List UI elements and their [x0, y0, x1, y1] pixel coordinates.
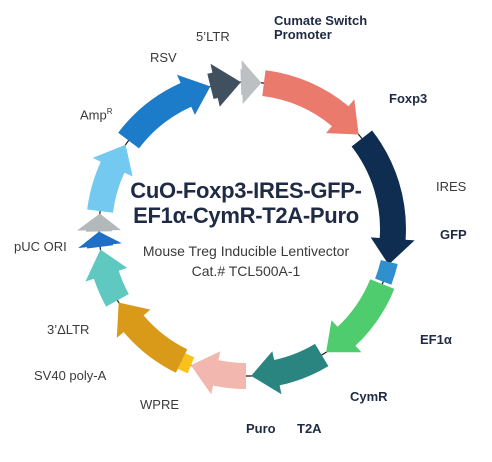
label-wpre: WPRE — [140, 397, 179, 412]
segment-gfp — [326, 279, 395, 353]
map-title-line2: EF1α-CymR-T2A-Puro — [133, 203, 359, 228]
label-sv40-poly-a: SV40 poly-A — [34, 368, 107, 383]
segment-puro — [116, 302, 188, 373]
label-rsv: RSV — [150, 50, 177, 65]
segment-wpre — [85, 249, 129, 307]
map-subtitle: Mouse Treg Inducible Lentivector Cat.# T… — [96, 242, 396, 280]
segment-t2a — [177, 353, 195, 374]
label-puc-ori: pUC ORI — [14, 239, 67, 254]
segment-ltr5 — [240, 60, 262, 104]
label-3-delta-ltr: 3’ΔLTR — [47, 322, 90, 337]
label-puro: Puro — [246, 421, 276, 436]
segment-ef1a — [251, 343, 329, 395]
label-ires: IRES — [436, 179, 467, 194]
segment-sv40 — [78, 231, 122, 249]
segment-ltr3 — [77, 213, 121, 232]
label-5-ltr: 5’LTR — [196, 29, 230, 44]
label-foxp3: Foxp3 — [389, 91, 428, 106]
catalog-number: Cat.# TCL500A-1 — [191, 263, 301, 279]
segment-foxp3 — [351, 130, 415, 265]
subtitle-text: Mouse Treg Inducible Lentivector — [142, 243, 350, 259]
segment-rsv — [207, 63, 241, 107]
label-cumate-switch-promoter: Cumate Switch Promoter — [274, 13, 368, 42]
label-gfp: GFP — [440, 227, 467, 242]
map-title: CuO-Foxp3-IRES-GFP- EF1α-CymR-T2A-Puro — [96, 178, 396, 228]
segment-ires — [375, 260, 398, 285]
label-cymr: CymR — [350, 389, 388, 404]
segment-puc — [87, 144, 133, 213]
segment-amp — [118, 74, 211, 149]
segment-cumate — [262, 70, 359, 135]
map-title-line1: CuO-Foxp3-IRES-GFP- — [130, 178, 362, 203]
segment-cymr — [190, 351, 246, 395]
label-t2a: T2A — [297, 421, 322, 436]
label-amp-r: AmpR — [80, 107, 113, 123]
label-ef1a: EF1α — [420, 332, 452, 347]
